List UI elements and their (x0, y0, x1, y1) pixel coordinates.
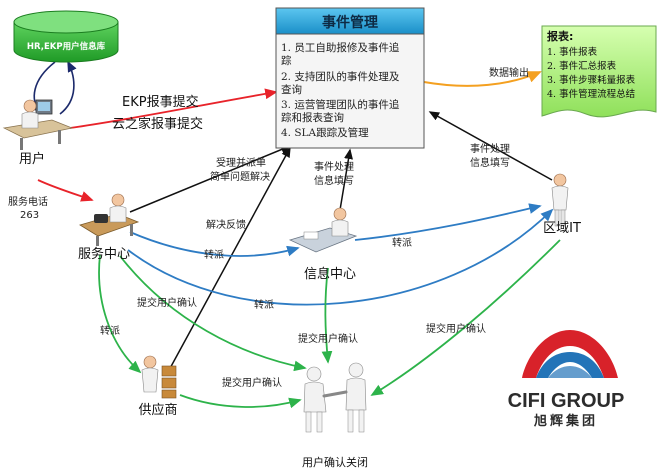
event-box-item-2: 2. 支持团队的事件处理及 (281, 70, 400, 83)
edge-user-to-event-ekp (69, 88, 278, 129)
edge-service-to-confirm (119, 255, 307, 372)
edge-service-to-supplier (98, 254, 142, 374)
edge-service-to-info (129, 231, 300, 257)
database-label: HR,EKP用户信息库 (27, 41, 106, 52)
edge-service-to-event (129, 145, 292, 213)
service-center-label: 服务中心 (78, 246, 130, 262)
event-management-box: 事件管理 1. 员工自助报修及事件追 踪 2. 支持团队的事件处理及 查询 3.… (275, 7, 425, 149)
regional-it-label: 区域IT (543, 221, 581, 236)
event-box-item-4: 4. SLA跟踪及管理 (281, 126, 369, 139)
label-transfer-3: 转派 (254, 298, 274, 311)
label-accept-ticket-1: 受理并派单 (216, 156, 266, 169)
report-node: 报表: 1. 事件报表 2. 事件汇总报表 3. 事件步骤耗量报表 4. 事件管… (541, 25, 657, 118)
regional-it-node: 区域IT (543, 173, 581, 236)
edge-event-to-report (423, 71, 542, 87)
edge-service-to-it (127, 208, 554, 306)
label-service-phone-2: 263 (20, 210, 39, 221)
label-resolve-feedback: 解决反馈 (206, 218, 246, 231)
label-submit-confirm-1: 提交用户确认 (137, 296, 197, 309)
label-event-handle-1: 事件处理 (314, 160, 354, 173)
logo-name: CIFI GROUP (508, 390, 625, 412)
edge-info-to-it (354, 203, 542, 241)
mountain-logo-icon (522, 330, 618, 378)
event-box-item-3b: 踪和报表查询 (281, 111, 344, 124)
supplier-label: 供应商 (138, 402, 177, 418)
phone-desk-worker-icon (79, 193, 140, 246)
label-accept-ticket-2: 简单问题解决 (210, 170, 270, 183)
event-box-item-1b: 踪 (281, 54, 292, 67)
confirm-close-node: 用户确认关闭 (302, 362, 368, 469)
edge-info-to-event (339, 148, 353, 211)
database-node: HR,EKP用户信息库 (13, 10, 119, 63)
confirm-close-label: 用户确认关闭 (302, 455, 368, 469)
paper-desk-worker-icon (288, 207, 358, 253)
edge-labels: EKP报事提交 云之家报事提交 服务电话 263 受理并派单 简单问题解决 事件… (8, 66, 529, 389)
label-event-handle-3: 事件处理 (470, 142, 510, 155)
report-item-1: 1. 事件报表 (547, 46, 598, 58)
label-submit-confirm-3: 提交用户确认 (426, 322, 486, 335)
report-item-2: 2. 事件汇总报表 (547, 60, 617, 72)
label-submit-confirm-4: 提交用户确认 (222, 376, 282, 389)
supplier-node: 供应商 (138, 355, 178, 418)
worker-with-boxes-icon (141, 355, 177, 399)
label-data-output: 数据输出 (489, 66, 529, 79)
logo-cn: 旭辉集团 (533, 413, 598, 428)
edge-user-to-service (37, 179, 94, 202)
edge-info-to-confirm (321, 267, 333, 364)
edges (30, 60, 561, 409)
edge-it-to-event (428, 111, 553, 181)
label-ekp-submit: EKP报事提交 (122, 94, 199, 110)
user-label: 用户 (19, 151, 45, 167)
database-icon (13, 10, 119, 63)
standing-person-icon (551, 173, 569, 227)
event-box-item-2b: 查询 (281, 83, 302, 96)
label-service-phone-1: 服务电话 (8, 195, 48, 208)
label-submit-confirm-2: 提交用户确认 (298, 332, 358, 345)
service-center-node: 服务中心 (78, 193, 140, 262)
info-center-node: 信息中心 (288, 207, 358, 282)
info-center-label: 信息中心 (304, 266, 356, 282)
desk-worker-icon (2, 99, 74, 150)
edge-supplier-to-event (167, 146, 291, 373)
label-transfer-2: 转派 (392, 236, 412, 249)
label-transfer-4: 转派 (100, 324, 120, 337)
event-box-item-3: 3. 运营管理团队的事件追 (281, 98, 400, 111)
cifi-logo: CIFI GROUP 旭辉集团 (508, 330, 625, 428)
label-cloud-submit: 云之家报事提交 (112, 116, 203, 132)
label-transfer-1: 转派 (204, 248, 224, 261)
edge-user-to-db (59, 60, 77, 115)
edge-it-to-confirm (370, 239, 561, 396)
document-icon (541, 25, 657, 118)
handshake-icon (303, 362, 367, 433)
user-node: 用户 (2, 99, 74, 167)
event-box-title: 事件管理 (322, 14, 378, 31)
event-box-item-1: 1. 员工自助报修及事件追 (281, 41, 400, 54)
report-item-3: 3. 事件步骤耗量报表 (547, 74, 636, 86)
report-title: 报表: (547, 29, 573, 43)
report-item-4: 4. 事件管理流程总结 (547, 88, 635, 100)
edge-supplier-to-confirm (179, 394, 302, 409)
label-event-handle-2: 信息填写 (314, 174, 354, 187)
label-event-handle-4: 信息填写 (470, 156, 510, 169)
